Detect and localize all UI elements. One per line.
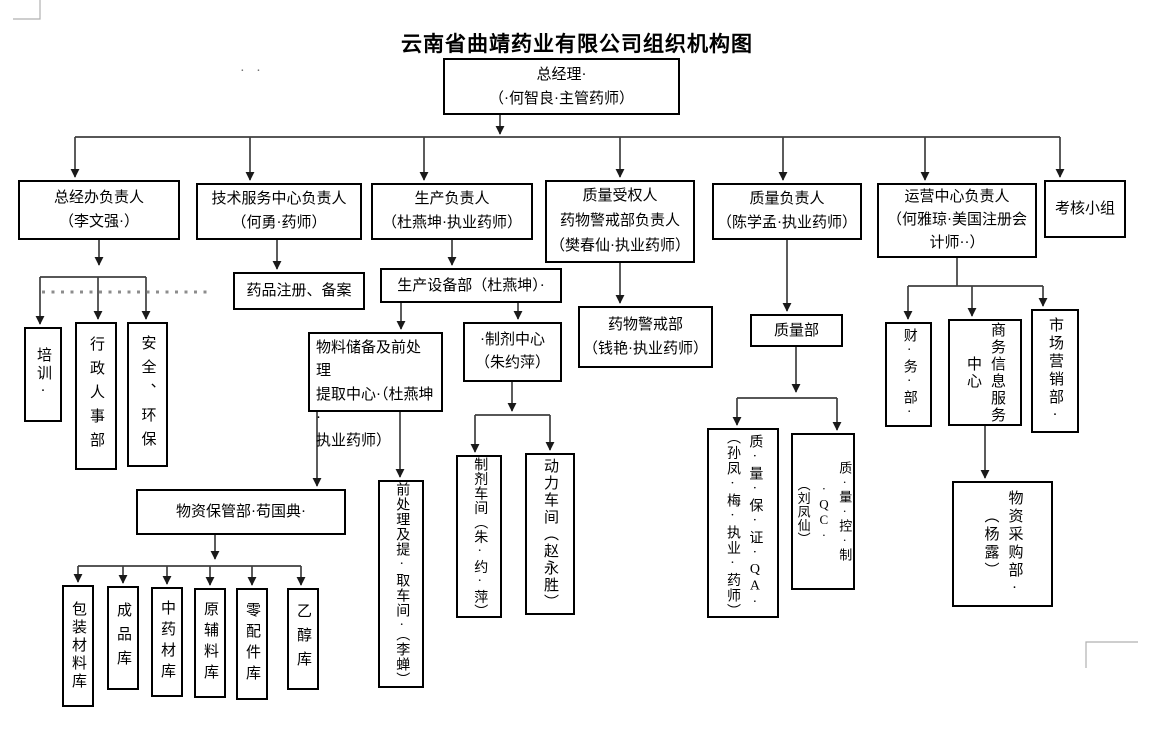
node-production-head: 生产负责人 （杜燕坤·执业药师） (371, 183, 533, 240)
node-qa: 质·量·保·证·QA· （孙凤·梅·执业·药师） (707, 428, 779, 619)
node-material-custody-dept: 物资保管部·苟国典· (136, 489, 346, 535)
node-chinese-medicine-warehouse: 中药材库 (151, 587, 183, 697)
node-operations-center-head: 运营中心负责人 （何雅琼·美国注册会 计师··） (877, 183, 1037, 258)
node-gm-office-head: 总经办负责人 （李文强·） (18, 180, 180, 240)
node-preparation-center: ·制剂中心 （朱约萍） (463, 322, 562, 382)
node-assessment-team: 考核小组 (1044, 180, 1126, 238)
node-quality-head: 质量负责人 （陈学孟·执业药师） (712, 183, 862, 240)
node-finished-goods-warehouse: 成品库 (107, 586, 139, 690)
node-power-workshop: 动力车间（赵永胜） (525, 453, 575, 615)
node-packaging-material-warehouse: 包装材料库 (62, 585, 94, 707)
org-chart-title: 云南省曲靖药业有限公司组织机构图 (401, 32, 753, 56)
node-safety-environment: 安全、环保 (127, 322, 168, 467)
node-qc: 质·量·控·制·QC· （刘凤仙） (791, 433, 855, 590)
node-finance-dept: 财·务·部· (885, 322, 932, 427)
node-quality-dept: 质量部 (750, 314, 843, 347)
node-material-purchasing-dept: 物资采购部· （杨露） (952, 481, 1053, 607)
node-preparation-workshop: 制剂车间（朱·约·萍） (456, 455, 502, 619)
node-drug-registration: 药品注册、备案 (233, 272, 365, 310)
node-pretreatment-extraction-workshop: 前处理及提·取车间·（李蝉） (378, 480, 424, 688)
node-tech-service-head: 技术服务中心负责人 （何勇·药师） (196, 183, 362, 240)
node-spare-parts-warehouse: 零配件库 (236, 588, 268, 700)
node-production-equipment-dept: 生产设备部（杜燕坤）· (380, 268, 562, 303)
node-marketing-dept: 市场营销部· (1031, 309, 1079, 433)
formatting-dots: · · (240, 64, 265, 79)
node-raw-auxiliary-warehouse: 原辅料库 (194, 588, 226, 698)
node-ethanol-warehouse: 乙醇库 (287, 588, 319, 690)
node-quality-authorized-person: 质量受权人 药物警戒部负责人 （樊春仙·执业药师） (545, 180, 695, 263)
node-training: 培训· (24, 327, 62, 422)
node-business-info-service-center: 商务信息服务 中心 (948, 319, 1022, 426)
node-material-storage-pretreatment-center: 物料储备及前处理 提取中心·（杜燕坤· 执业药师） (308, 332, 443, 449)
node-hr-admin-dept: 行政人事部 (75, 322, 117, 470)
node-pharmacovigilance-dept: 药物警戒部 （钱艳·执业药师） (578, 306, 713, 368)
node-general-manager: 总经理· （·何智良·主管药师） (443, 58, 680, 115)
